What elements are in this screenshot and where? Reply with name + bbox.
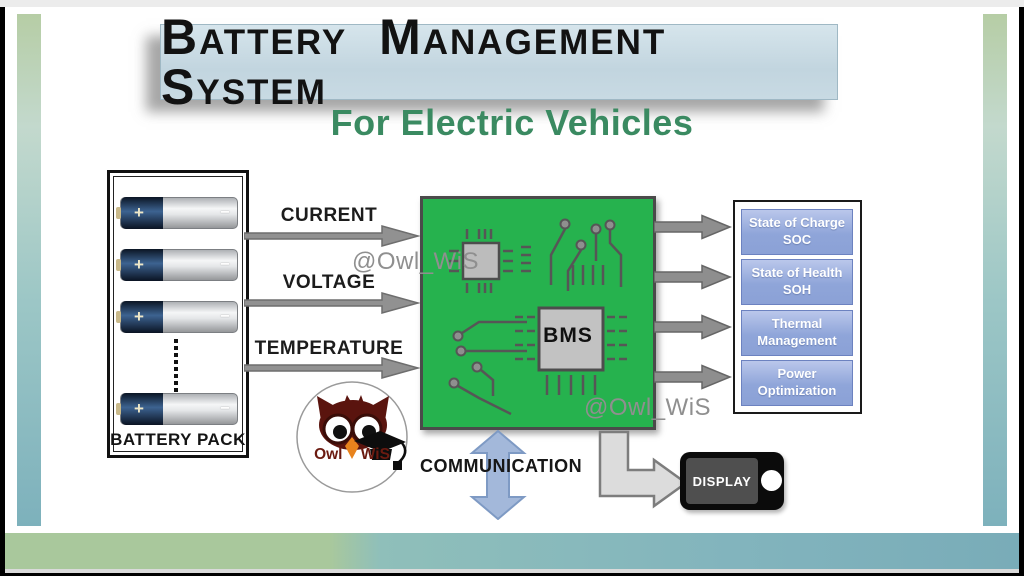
- frame-bottom-black-edge: [5, 573, 1019, 576]
- battery-positive-cap: [121, 197, 163, 229]
- bms-chip-label: BMS: [543, 324, 593, 347]
- battery-terminal-nub: [116, 311, 121, 323]
- temperature-arrow-icon: [244, 357, 421, 379]
- input-label-temperature: TEMPERATURE: [254, 338, 404, 359]
- output-power-line1: Power: [777, 366, 817, 382]
- pcb-circuit-art: [448, 218, 627, 416]
- input-label-current: CURRENT: [280, 205, 378, 226]
- battery-minus-label: −: [220, 398, 230, 418]
- current-arrow-icon: [244, 225, 421, 247]
- output-arrow-thermal-icon: [654, 314, 732, 340]
- display-label: DISPLAY: [692, 473, 752, 489]
- battery-minus-label: −: [220, 254, 230, 274]
- output-soc-line1: State of Charge: [748, 215, 846, 231]
- battery-terminal-nub: [116, 259, 121, 271]
- output-arrow-soc-icon: [654, 214, 732, 240]
- input-label-voltage: VOLTAGE: [282, 272, 376, 293]
- outputs-panel: State of Charge SOC State of Health SOH …: [733, 200, 862, 414]
- battery-plus-label: +: [134, 398, 144, 418]
- output-arrow-power-icon: [654, 364, 732, 390]
- graduation-cap-icon: [354, 431, 407, 470]
- output-box-soc: State of Charge SOC: [741, 209, 853, 255]
- battery-positive-cap: [121, 301, 163, 333]
- bms-pcb-board: [420, 196, 656, 430]
- title-banner: Battery Management System: [160, 12, 838, 112]
- battery-cell-icon: + −: [116, 393, 238, 425]
- battery-positive-cap: [121, 249, 163, 281]
- battery-plus-label: +: [134, 202, 144, 222]
- battery-plus-label: +: [134, 254, 144, 274]
- battery-pack-label: BATTERY PACK: [110, 430, 246, 449]
- battery-minus-label: −: [220, 202, 230, 222]
- communication-label: COMMUNICATION: [420, 456, 583, 476]
- battery-minus-label: −: [220, 306, 230, 326]
- bottom-accent-bar: [5, 533, 1019, 569]
- frame-right-edge: [1019, 7, 1024, 576]
- frame-left-edge: [0, 7, 5, 576]
- voltage-arrow-icon: [244, 292, 421, 314]
- output-box-power: Power Optimization: [741, 360, 853, 406]
- battery-cell-icon: + −: [116, 249, 238, 281]
- frame-top-edge: [0, 0, 1024, 7]
- battery-pack-inner-border: [113, 176, 243, 452]
- ellipsis-dots: [174, 339, 178, 392]
- frame-bottom-gray-edge: [5, 568, 1019, 573]
- communication-arrow-icon: [469, 430, 527, 520]
- battery-cell-icon: + −: [116, 197, 238, 229]
- battery-cell-icon: + −: [116, 301, 238, 333]
- watermark-left: @Owl_WiS: [352, 248, 480, 275]
- output-box-soh: State of Health SOH: [741, 259, 853, 305]
- owl-wis-logo: [296, 381, 408, 493]
- watermark-right: @Owl_WiS: [584, 394, 712, 421]
- display-screen: DISPLAY: [686, 458, 758, 504]
- display-device: DISPLAY: [680, 452, 784, 510]
- output-arrow-soh-icon: [654, 264, 732, 290]
- output-soc-line2: SOC: [782, 232, 812, 247]
- output-power-line2: Optimization: [757, 383, 837, 398]
- page-title: Battery Management System: [161, 9, 667, 115]
- output-soh-line1: State of Health: [751, 265, 843, 281]
- output-soh-line2: SOH: [782, 282, 812, 297]
- output-thermal-line1: Thermal: [771, 316, 823, 332]
- battery-pack-box: + − + − + − + − BATTERY PACK: [107, 170, 249, 458]
- battery-terminal-nub: [116, 403, 121, 415]
- output-thermal-line2: Management: [757, 333, 837, 348]
- output-box-thermal: Thermal Management: [741, 310, 853, 356]
- battery-positive-cap: [121, 393, 163, 425]
- display-button-icon: [761, 470, 782, 491]
- battery-terminal-nub: [116, 207, 121, 219]
- right-accent-bar: [983, 14, 1007, 526]
- owl-wis-logo-text: Owl WiS: [314, 446, 390, 463]
- left-accent-bar: [17, 14, 41, 526]
- display-elbow-arrow-icon: [598, 430, 689, 509]
- battery-plus-label: +: [134, 306, 144, 326]
- page-subtitle: For Electric Vehicles: [330, 102, 694, 143]
